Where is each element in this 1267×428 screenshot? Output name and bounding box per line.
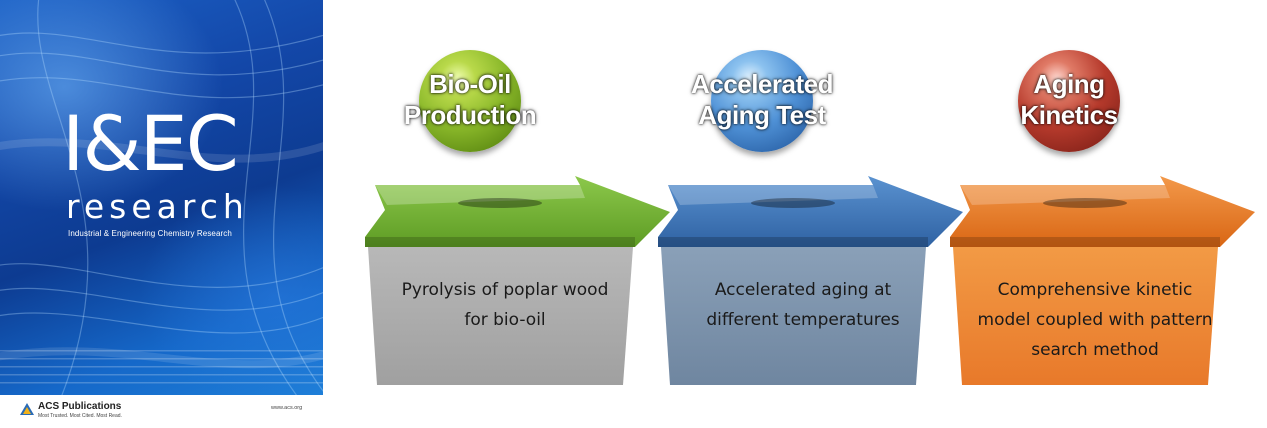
journal-logo-main: I&EC <box>62 99 239 188</box>
step-title-accelerated-aging-test: Accelerated Aging Test <box>691 69 833 130</box>
cover-swirl-lines <box>0 0 323 395</box>
step-arrow-top <box>365 176 670 247</box>
step-description-aging-kinetics: Comprehensive kinetic model coupled with… <box>977 280 1213 360</box>
step-arrow-top <box>658 176 963 247</box>
journal-cover: I&EC research Industrial & Engineering C… <box>0 0 323 428</box>
process-step-aging-kinetics: Aging Kinetics Comprehensive kinetic mod… <box>940 0 1267 428</box>
publisher-tagline: Most Trusted. Most Cited. Most Read. <box>38 413 122 419</box>
cover-footer <box>0 395 323 428</box>
journal-full-name: Industrial & Engineering Chemistry Resea… <box>68 229 232 238</box>
step-box <box>368 247 633 385</box>
cover-bottom-stripes <box>0 350 323 384</box>
step-title-bio-oil-production: Bio-Oil Production <box>403 69 537 130</box>
process-step-bio-oil-production: Bio-Oil Production Pyrolysis of poplar w… <box>355 0 685 428</box>
journal-logo-sub: research <box>66 187 249 226</box>
step-box <box>953 247 1218 385</box>
step-arrow-top <box>950 176 1255 247</box>
step-sphere-accelerated-aging <box>711 50 813 152</box>
step-arrow-shape <box>950 176 1255 385</box>
publisher-name: ACS Publications <box>38 401 122 412</box>
step-description-accelerated-aging: Accelerated aging at different temperatu… <box>706 280 900 330</box>
publisher-url: www.acs.org <box>271 405 303 411</box>
acs-logo-icon <box>20 403 34 415</box>
step-sphere-bio-oil <box>419 50 521 152</box>
step-arrow-shape <box>658 176 963 385</box>
step-arrow-shape <box>365 176 670 385</box>
step-sphere-aging-kinetics <box>1018 50 1120 152</box>
cover-artwork: I&EC research Industrial & Engineering C… <box>0 0 323 395</box>
step-title-aging-kinetics: Aging Kinetics <box>1020 69 1118 130</box>
step-box <box>661 247 926 385</box>
step-description-bio-oil: Pyrolysis of poplar wood for bio-oil <box>401 280 609 330</box>
process-step-accelerated-aging-test: Accelerated Aging Test Accelerated aging… <box>648 0 978 428</box>
